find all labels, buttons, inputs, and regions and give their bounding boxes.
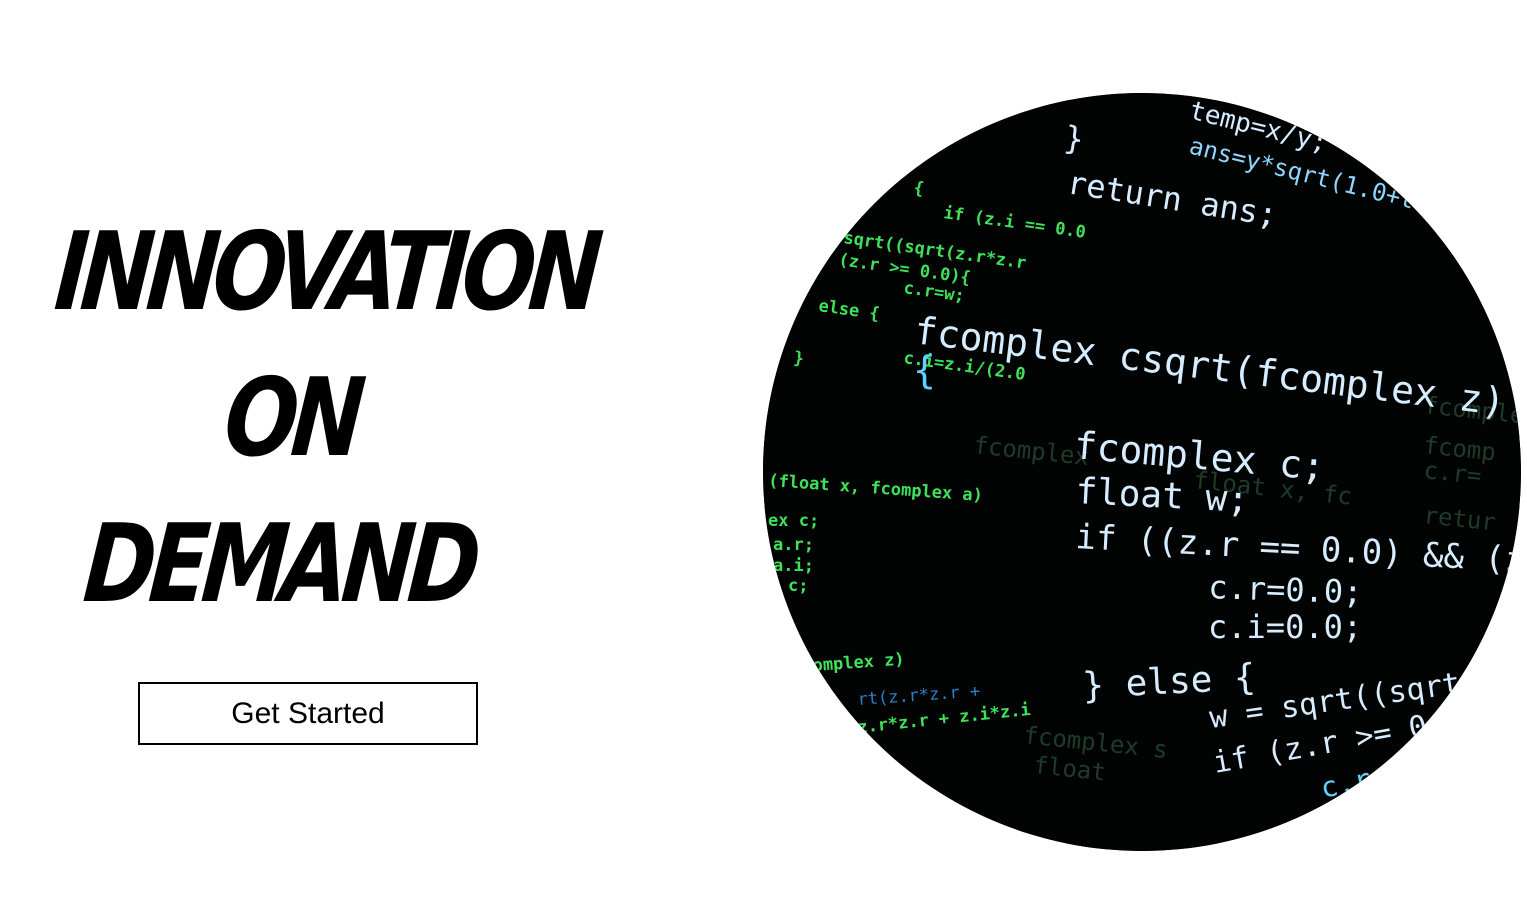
get-started-button[interactable]: Get Started [138, 682, 478, 745]
hero-text-block: INNOVATION ON DEMAND [0, 200, 620, 638]
code-screen-illustration: fcomplex Comp fcomp c.r= retur float x, … [763, 93, 1521, 851]
main-code-line: } else { [1081, 657, 1256, 707]
faded-code-line: c.r= [1422, 456, 1482, 490]
hero-title: INNOVATION ON DEMAND [25, 200, 601, 638]
hero-title-line-on: ON [219, 356, 364, 481]
main-code-line: float w; [1075, 471, 1250, 521]
main-code-line: c.r=0.0; [1208, 568, 1363, 611]
code-circle-image: fcomplex Comp fcomp c.r= retur float x, … [763, 93, 1521, 851]
green-code-line: { [912, 178, 925, 199]
green-code-line: ex c; [768, 511, 819, 531]
main-code-line: c.i=0.0; [1208, 608, 1362, 646]
green-code-line: } [792, 348, 805, 369]
code-background [763, 93, 1521, 851]
green-code-line: c; [788, 576, 808, 596]
green-code-line: a.i; [773, 556, 814, 576]
green-code-line: a.r; [773, 535, 814, 555]
hero-title-line-demand: DEMAND [79, 502, 480, 627]
main-code-line: { [913, 348, 936, 392]
hero-title-line-innovation: INNOVATION [50, 210, 601, 335]
